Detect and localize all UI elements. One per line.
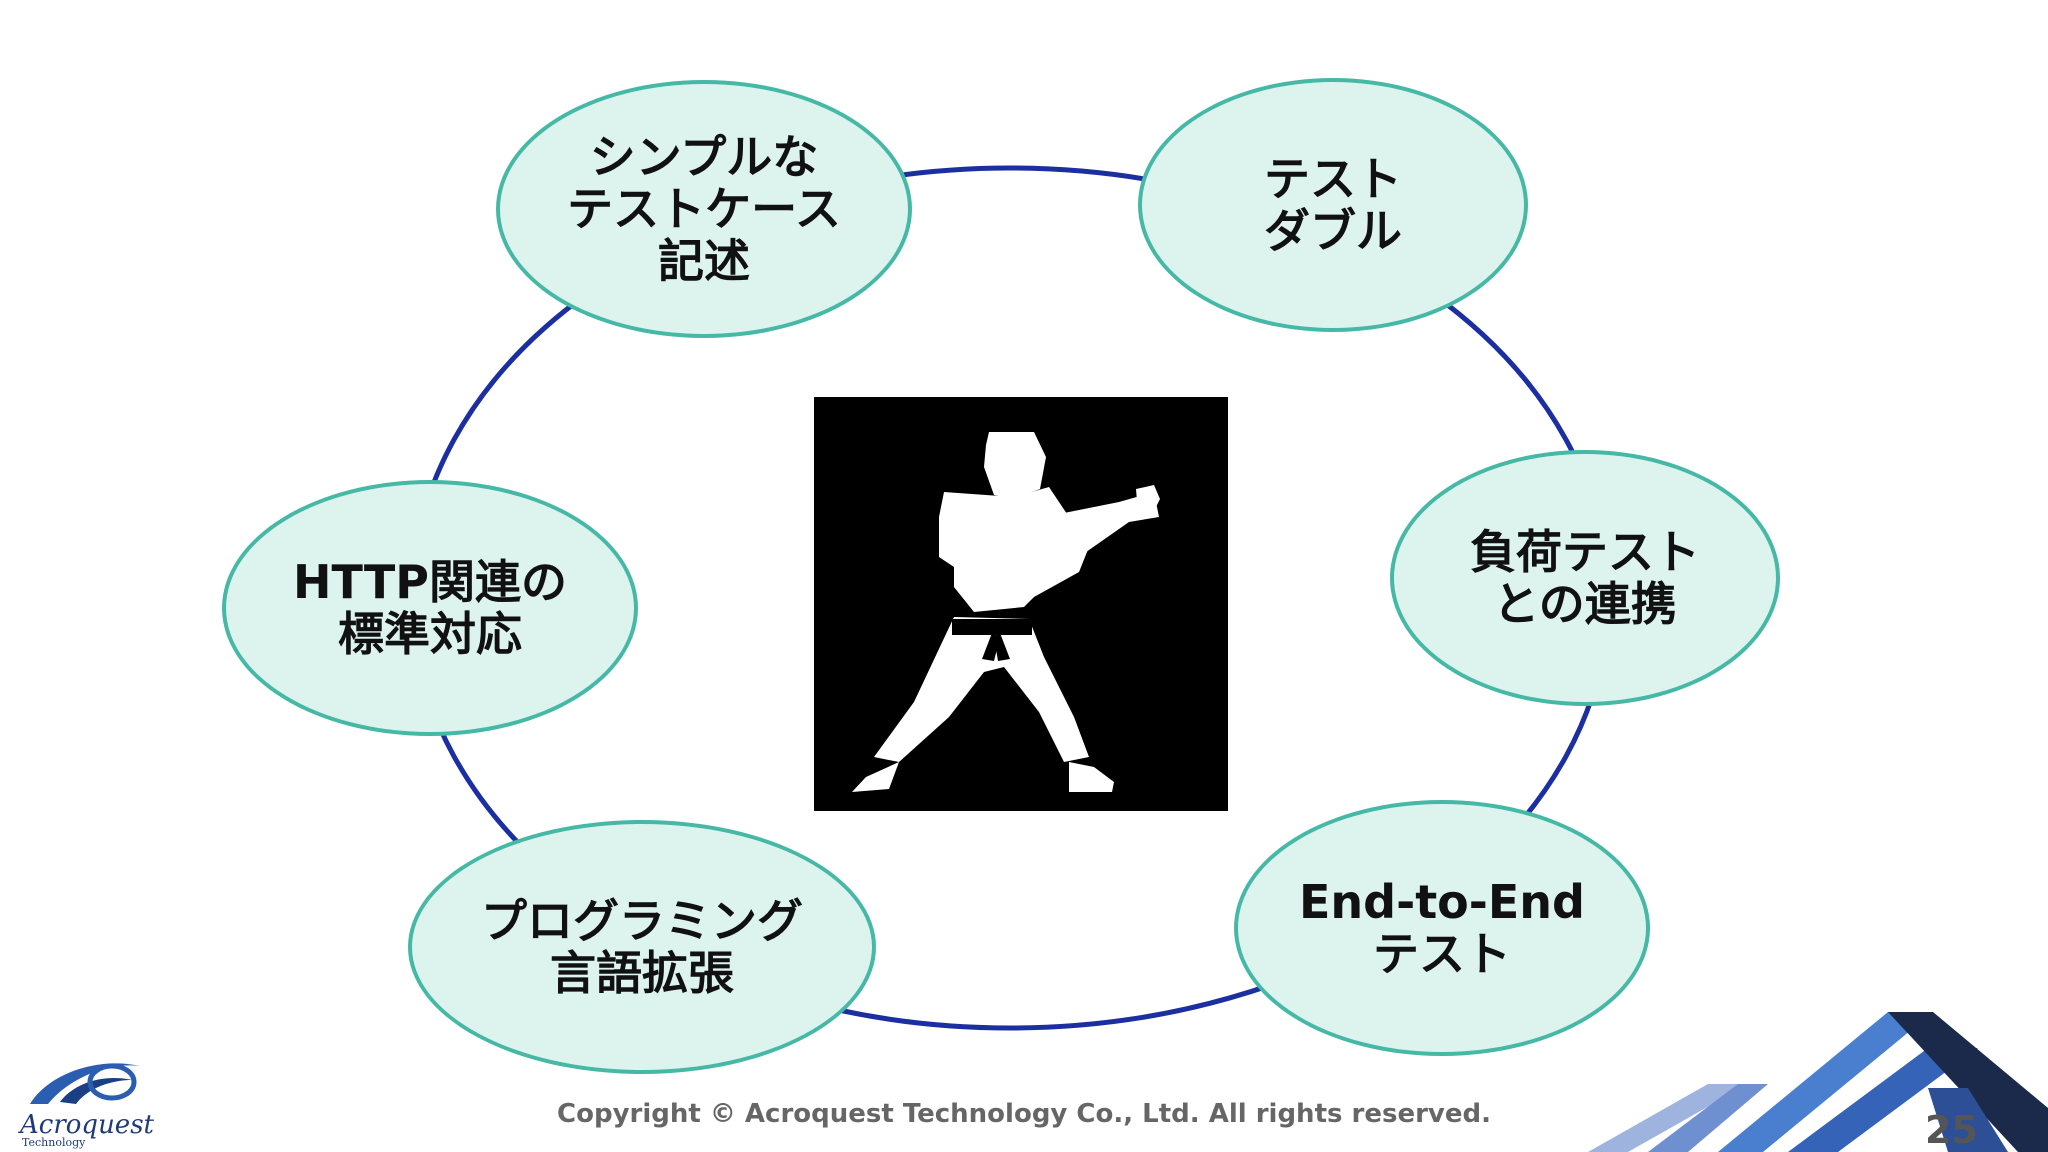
node-e2e-test-line-1: End-to-End: [1299, 875, 1585, 929]
logo-subtitle: Technology: [22, 1136, 86, 1149]
node-load-test-line-2: との連携: [1493, 577, 1677, 631]
node-e2e-test: End-to-End テスト: [1234, 800, 1650, 1056]
corner-decoration: [1588, 1012, 2048, 1152]
node-load-test: 負荷テスト との連携: [1390, 450, 1780, 706]
node-programming-extension: プログラミング 言語拡張: [408, 820, 876, 1074]
node-test-double-line-2: ダブル: [1264, 204, 1402, 258]
node-http-line-1: HTTP関連の: [292, 555, 568, 609]
node-simple-testcase-line-2: テストケース: [567, 182, 841, 236]
page-number: 25: [1925, 1108, 1978, 1152]
footer-copyright: Copyright © Acroquest Technology Co., Lt…: [557, 1099, 1491, 1129]
node-programming-line-1: プログラミング: [481, 894, 803, 948]
node-programming-line-2: 言語拡張: [550, 946, 734, 1000]
node-simple-testcase-line-1: シンプルな: [589, 130, 819, 184]
center-image: [814, 397, 1228, 811]
node-simple-testcase-line-3: 記述: [658, 234, 750, 288]
node-e2e-test-line-2: テスト: [1373, 927, 1511, 981]
logo-name: Acroquest: [20, 1110, 154, 1140]
acroquest-logo-icon: [30, 1063, 140, 1104]
node-test-double: テスト ダブル: [1138, 78, 1528, 332]
karate-fighter-icon: [852, 432, 1160, 792]
node-http-line-2: 標準対応: [338, 607, 522, 661]
node-http-standard: HTTP関連の 標準対応: [222, 480, 638, 736]
node-test-double-line-1: テスト: [1264, 152, 1402, 206]
node-load-test-line-1: 負荷テスト: [1470, 525, 1700, 579]
belt-icon: [952, 619, 1032, 661]
node-simple-testcase: シンプルな テストケース 記述: [496, 80, 912, 338]
